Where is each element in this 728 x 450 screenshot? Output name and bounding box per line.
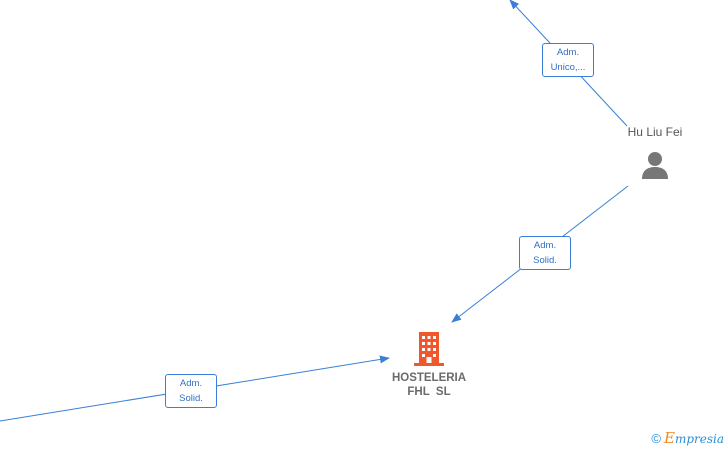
brand-logo: Empresia <box>663 429 724 447</box>
edge-label-adm-solid-person[interactable]: Adm. Solid. <box>519 236 571 270</box>
building-icon[interactable] <box>413 331 445 367</box>
company-name-line2: FHL SL <box>407 386 451 398</box>
copyright-symbol: © <box>651 431 661 446</box>
edge-label-adm-solid-left[interactable]: Adm. Solid. <box>165 374 217 408</box>
edge-label-line1: Adm. <box>533 240 557 251</box>
edge-label-line2: Unico,... <box>550 62 586 73</box>
edge-label-line2: Solid. <box>179 393 203 404</box>
person-icon[interactable] <box>640 150 670 180</box>
brand-rest: mpresia <box>674 432 724 446</box>
edge-label-adm-unico[interactable]: Adm. Unico,... <box>542 43 594 77</box>
edge-label-line2: Solid. <box>533 255 557 266</box>
company-name-label[interactable]: HOSTELERIA FHL SL <box>370 371 488 399</box>
brand-initial: E <box>663 429 675 447</box>
person-name-label[interactable]: Hu Liu Fei <box>627 125 683 139</box>
edge-label-line1: Adm. <box>556 47 580 58</box>
company-name-line1: HOSTELERIA <box>391 372 467 384</box>
edge-label-line1: Adm. <box>179 378 203 389</box>
empresia-watermark: ©Empresia <box>651 429 724 447</box>
